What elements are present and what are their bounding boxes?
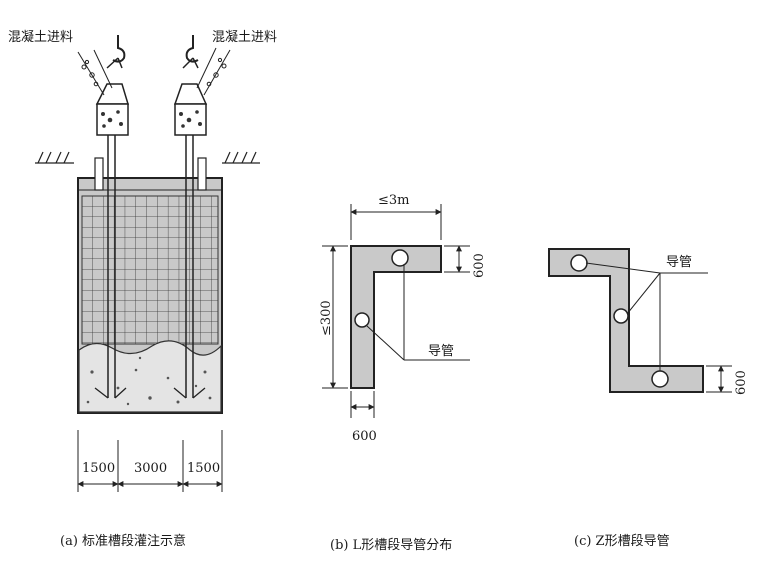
tremie-hole-c1 — [570, 254, 588, 272]
concrete-feed-label-left: 混凝土进料 — [8, 29, 73, 45]
panel-b: 导管 ≤3m ≤300 600 600 (b) L形槽段导管分 — [319, 193, 487, 553]
tremie-hole-c2 — [613, 308, 629, 324]
tremie-right — [173, 35, 208, 399]
height-label-b: ≤300 — [319, 300, 334, 336]
dim-1500-left: 1500 — [82, 461, 115, 476]
concrete-feed-label-right: 混凝土进料 — [212, 29, 277, 45]
aggregate-dots — [86, 356, 212, 406]
leaders-b — [366, 264, 470, 361]
width-label-b: ≤3m — [378, 193, 410, 208]
ground-left — [35, 151, 74, 164]
dim-b-height — [322, 245, 348, 389]
caption-c: (c) Z形槽段导管 — [574, 534, 670, 549]
feed-stream-right — [196, 47, 231, 96]
tremie-hole-b1 — [391, 249, 409, 267]
caption-b: (b) L形槽段导管分布 — [330, 538, 452, 553]
tremie-hole-b2 — [354, 312, 370, 328]
dim-3000: 3000 — [134, 461, 167, 476]
tremie-label-c: 导管 — [666, 255, 692, 270]
dim-b-bottom — [350, 391, 375, 418]
rebar-cage — [81, 195, 219, 345]
hopper-dots-left — [101, 110, 123, 128]
dim-600-b-right: 600 — [472, 253, 487, 278]
panel-c: 导管 600 (c) Z形槽段导管 — [548, 248, 749, 549]
dim-600-b-bottom: 600 — [352, 429, 377, 444]
tremie-label-b: 导管 — [428, 344, 454, 359]
dim-600-c: 600 — [734, 370, 749, 395]
feed-stream-left — [77, 49, 113, 96]
dim-b-right — [444, 245, 470, 273]
dim-b-width — [350, 204, 442, 240]
panel-a: 混凝土进料 混凝土进料 1500 3000 1500 (a) 标准槽段灌注示意 — [8, 29, 277, 549]
l-shape — [350, 245, 442, 389]
ground-right — [222, 151, 260, 164]
dim-1500-right: 1500 — [187, 461, 220, 476]
caption-a: (a) 标准槽段灌注示意 — [60, 533, 186, 549]
dimension-a — [77, 430, 223, 492]
leaders-c — [585, 262, 708, 371]
dim-c-right — [706, 365, 732, 393]
tremie-left — [94, 35, 130, 399]
tremie-hole-c3 — [651, 370, 669, 388]
hopper-dots-right — [179, 110, 202, 128]
